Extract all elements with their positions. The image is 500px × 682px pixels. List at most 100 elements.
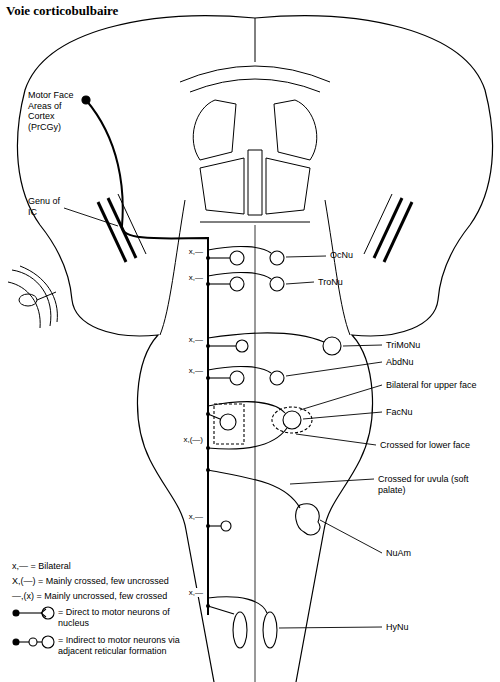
inset-figure [8, 266, 57, 328]
note-label: Bilateral for upper face [386, 380, 477, 391]
branch-dots [206, 412, 210, 416]
brain-interior [180, 66, 330, 82]
internal-capsule [364, 194, 392, 254]
projection-mark: x,— [188, 588, 204, 597]
brain-outline [255, 16, 493, 682]
cortex-neuron [82, 96, 90, 104]
note-label: Crossed for lower face [380, 440, 470, 451]
tract-branches [208, 597, 267, 613]
branch-dots [206, 468, 210, 472]
note-label: Crossed for uvula (soft palate) [378, 474, 473, 495]
branch-dots [206, 256, 210, 260]
leader-lines [286, 282, 314, 284]
nucleus-label: OcNu [330, 250, 353, 261]
tract-branches [208, 402, 285, 413]
internal-capsule [374, 198, 402, 258]
projection-mark: x,— [188, 273, 204, 282]
legend-text: —,(x) = Mainly uncrossed, few crossed [12, 591, 167, 602]
motor-nuclei [233, 612, 247, 648]
legend-sample-direct [16, 612, 41, 613]
brain-interior [193, 100, 236, 160]
inset-figure [8, 282, 40, 328]
tract-branches [208, 428, 287, 449]
legend-sample-indirect [42, 636, 54, 648]
projection-mark: x,— [188, 366, 204, 375]
inset-figure [12, 270, 51, 326]
projection-mark: x,— [188, 247, 204, 256]
brain-interior [200, 158, 244, 214]
tract-branches [208, 257, 230, 258]
legend-sample-indirect [37, 641, 42, 642]
branch-dots [206, 344, 210, 348]
branch-dots [206, 604, 210, 608]
projection-mark: x,— [188, 512, 204, 521]
legend-text: x,— = Bilateral [12, 561, 71, 572]
brain-interior [200, 222, 310, 223]
leader-lines [320, 520, 382, 553]
midline [255, 225, 256, 682]
branch-dots [206, 256, 210, 608]
legend-sample-direct [41, 609, 46, 617]
branch-dots [206, 524, 210, 528]
motor-nuclei [214, 404, 244, 444]
leader-lines [279, 627, 382, 628]
legend-text: = Indirect to motor neurons via adjacent… [58, 635, 183, 656]
brain-interior [266, 158, 310, 214]
inset-figure [20, 266, 57, 322]
leader-lines [300, 385, 382, 410]
structure-label: Genu of IC [28, 196, 66, 217]
brain-interior [248, 150, 262, 215]
leader-lines [296, 434, 376, 445]
projection-mark: x,— [188, 335, 204, 344]
motor-nuclei [220, 414, 236, 430]
diagram-title: Voie corticobulbaire [6, 3, 118, 18]
tract-branches [208, 606, 234, 614]
brain-interior [325, 200, 350, 335]
nucleus-label: AbdNu [386, 357, 414, 368]
corticobulbar-tract [86, 100, 208, 615]
legend-text: = Direct to motor neurons of nucleus [58, 607, 183, 628]
legend-sample-indirect [29, 638, 37, 646]
motor-nuclei [270, 277, 284, 291]
motor-nuclei [230, 371, 244, 385]
brain-interior [274, 100, 317, 160]
legend-text: X,(—) = Mainly crossed, few uncrossed [12, 576, 169, 587]
cortex-label: Motor Face Areas of Cortex (PrCGy) [28, 90, 80, 132]
nucleus-label: FacNu [386, 407, 413, 418]
leader-lines [303, 412, 382, 419]
corticobulbar-tract [86, 100, 208, 615]
branch-dots [206, 446, 210, 450]
motor-nuclei [296, 504, 320, 535]
leader-lines [290, 479, 374, 484]
motor-nuclei [230, 251, 244, 265]
leader-lines [64, 208, 382, 628]
legend-sample-direct [42, 607, 54, 619]
motor-nuclei [221, 521, 231, 531]
motor-nuclei [272, 407, 312, 433]
tract-branches [208, 345, 236, 346]
brain-interior [160, 200, 185, 335]
tract-branches [208, 366, 271, 373]
branch-dots [206, 376, 210, 380]
tract-branches [208, 283, 230, 284]
tract-branches [208, 377, 230, 378]
motor-nuclei [270, 371, 284, 385]
tract-branches [208, 246, 324, 614]
brain-interior [190, 79, 320, 92]
tract-branches [208, 470, 300, 508]
motor-nuclei [283, 411, 301, 429]
tract-branches [208, 246, 271, 253]
projection-mark: x,(—) [182, 435, 204, 444]
leader-lines [64, 208, 118, 226]
motor-nuclei [270, 251, 284, 265]
tract-branches [208, 272, 271, 279]
motor-nuclei [230, 277, 244, 291]
nucleus-label: TriMoNu [386, 340, 420, 351]
legend-sample-direct [13, 607, 54, 619]
brain-interior [255, 18, 256, 62]
inset-figure [37, 292, 56, 300]
branch-dots [206, 282, 210, 286]
leader-lines [286, 256, 326, 257]
leader-lines [343, 345, 382, 346]
